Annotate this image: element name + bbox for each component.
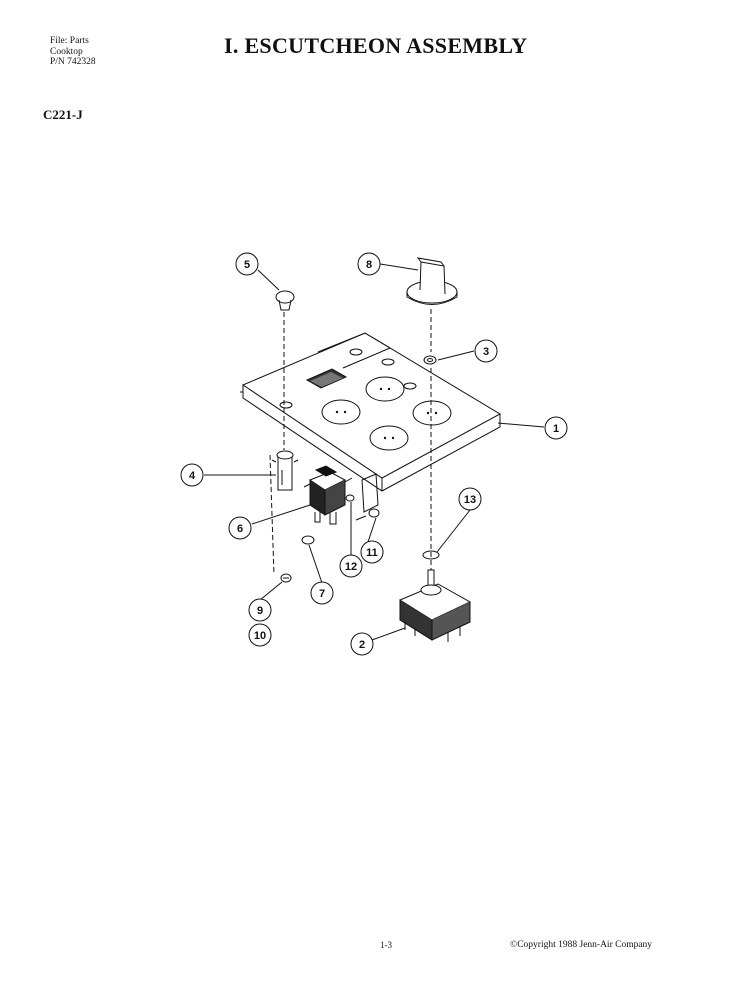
panel-back [317,332,392,369]
model-number: C221-J [43,107,83,122]
knob-openings [321,376,452,451]
file-line: P/N 742328 [50,57,96,67]
callout-12: 12 [345,561,357,573]
callout-2: 2 [359,639,365,651]
callout-5: 5 [244,259,250,271]
file-info: File: Parts Cooktop P/N 742328 [50,36,96,68]
callout-6: 6 [237,523,243,535]
file-line: File: Parts [50,36,89,46]
rocker-switch [303,465,353,525]
nut [423,355,437,365]
file-line: Cooktop [50,46,83,57]
leader-lines [204,263,545,641]
callout-circles [180,252,568,656]
switch-body [271,450,299,491]
callout-7: 7 [319,588,325,600]
callout-3: 3 [483,346,489,358]
callout-4: 4 [189,470,196,482]
screw [301,535,315,545]
page-title: I. ESCUTCHEON ASSEMBLY [224,33,528,58]
callout-8: 8 [366,259,372,271]
copyright-notice: ©Copyright 1988 Jenn-Air Company [510,940,653,950]
page-number: 1-3 [380,940,392,950]
callout-9: 9 [257,605,263,617]
callout-11: 11 [366,547,378,559]
screw [368,508,380,518]
screw [345,494,355,502]
control-knob [406,257,458,305]
callout-1: 1 [553,423,559,435]
callout-10: 10 [254,630,266,642]
bracket [355,473,379,521]
washer [422,550,440,560]
infinite-switch [398,569,472,642]
button-cap [275,290,295,311]
callout-13: 13 [464,494,476,506]
